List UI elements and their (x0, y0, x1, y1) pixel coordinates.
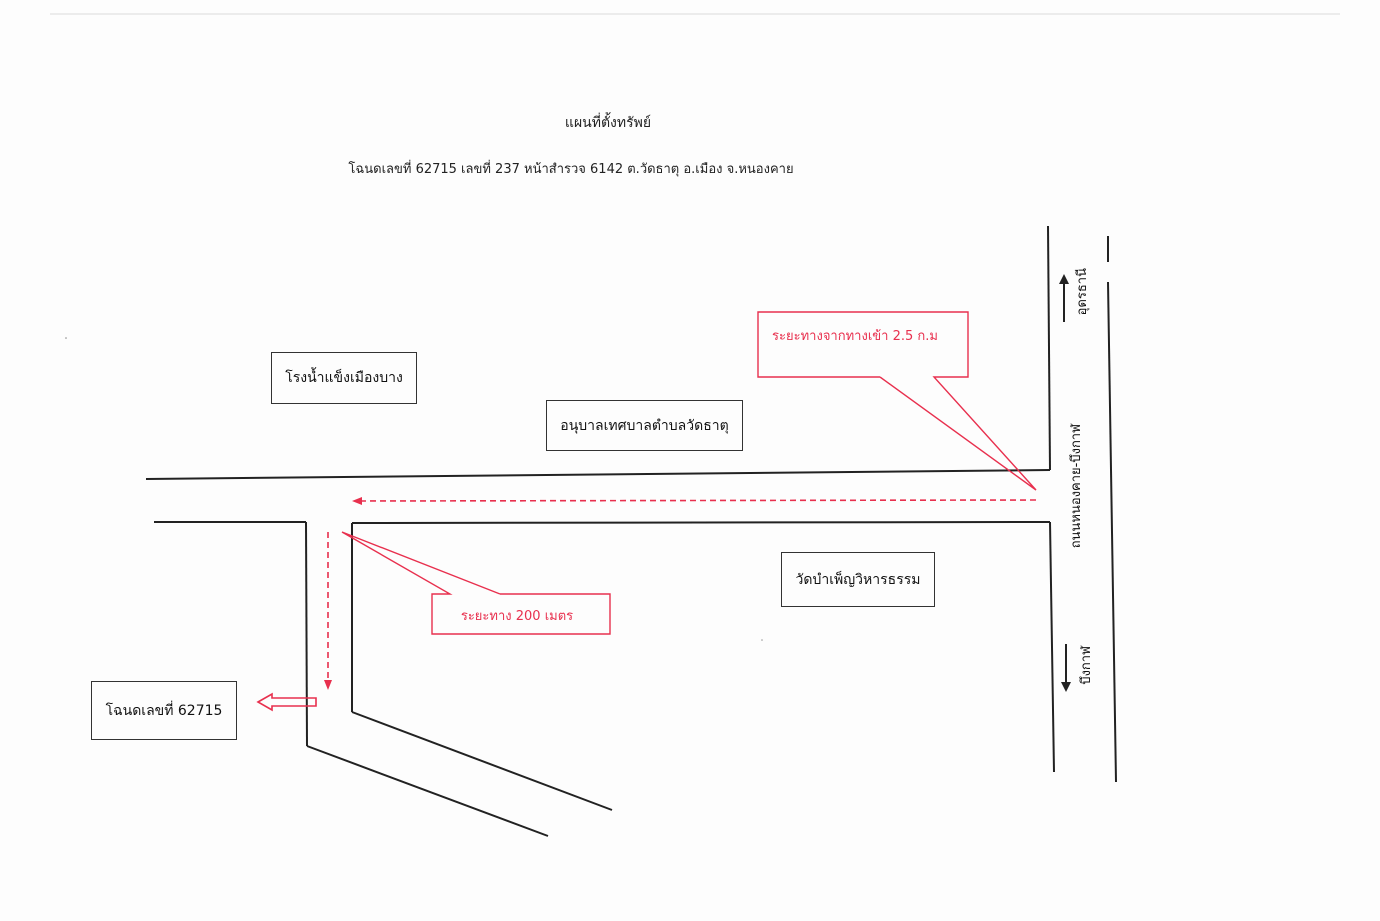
ice-factory-label: โรงน้ำแข็งเมืองบาง (271, 352, 417, 404)
scan-speck (65, 337, 67, 339)
route-arrowhead-down-icon (324, 680, 332, 690)
highway-left-edge-upper (1047, 225, 1051, 471)
branch-road-left-diagonal (306, 745, 549, 837)
route-arrowhead-left-icon (352, 497, 362, 505)
highway-left-edge-lower (1049, 521, 1055, 773)
highway-right-edge (1107, 281, 1117, 783)
branch-road-right-diagonal (351, 711, 613, 811)
deed-subtitle: โฉนดเลขที่ 62715 เลขที่ 237 หน้าสำรวจ 61… (348, 162, 794, 177)
arrow-up-icon (1059, 274, 1069, 322)
scan-speck (761, 639, 763, 641)
to-udon-label: อุดรธานี (1075, 268, 1090, 316)
to-bueng-kan-label: บึงกาฬ (1079, 646, 1094, 685)
kindergarten-label: อนุบาลเทศบาลตำบลวัดธาตุ (546, 400, 743, 451)
arrow-down-icon (1061, 644, 1071, 692)
route-dashed-horizontal (359, 499, 1037, 502)
main-road-label: ถนนหนองคาย-บึงกาฬ (1069, 424, 1084, 549)
callout-entrance-text: ระยะทางจากทางเข้า 2.5 ก.ม (772, 328, 938, 344)
deed-pointer-arrow-icon (256, 692, 317, 712)
callout-entrance-shape (757, 311, 1037, 491)
side-road-bottom-edge-right (351, 521, 1051, 524)
side-road-top-edge (145, 469, 1051, 480)
temple-label: วัดบำเพ็ญวิหารธรรม (781, 552, 935, 607)
map-title: แผนที่ตั้งทรัพย์ (564, 115, 652, 131)
branch-road-left-edge (305, 521, 308, 747)
callout-200m-shape (341, 531, 611, 635)
deed-label: โฉนดเลขที่ 62715 (91, 681, 237, 740)
callout-200m-text: ระยะทาง 200 เมตร (460, 608, 574, 624)
